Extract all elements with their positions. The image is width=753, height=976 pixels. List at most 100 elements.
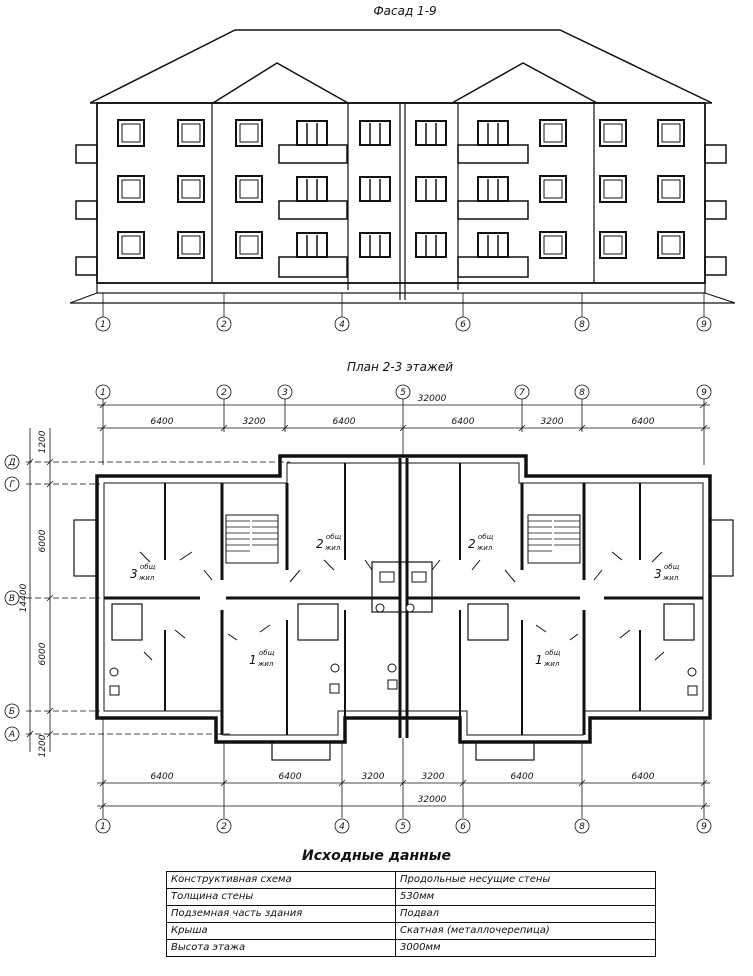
dimension-label: 6400 [333,417,356,427]
plan-dims-bottom: 6400 6400 3200 3200 6400 6400 32000 [151,772,655,805]
dimension-label: 6400 [632,417,655,427]
table-cell-label: Высота этажа [166,939,396,957]
room-label: 3 общ жил [654,563,680,582]
plan-dim-lines-bottom [97,718,710,818]
plan-axis-label: 1 [100,388,106,398]
svg-text:жил: жил [543,660,560,668]
facade-axis-labels: 1 2 4 6 8 9 [100,320,707,330]
table-cell-label: Конструктивная схема [166,871,396,889]
svg-text:общ: общ [664,563,680,571]
dimension-label: 6400 [151,772,174,782]
dimension-label: 3200 [422,772,445,782]
facade-axis-label: 9 [701,320,707,330]
plan-axis-label: В [9,594,15,604]
facade-axis-label: 6 [460,320,466,330]
table-cell-value: 3000мм [395,939,656,957]
total-dimension-top: 32000 [418,394,447,404]
facade-title: Фасад 1-9 [373,4,436,18]
plan-axis-label: 2 [221,822,227,832]
side-balconies [75,144,727,276]
plan-axis-label: А [8,730,15,740]
source-data-table: Конструктивная схема Продольные несущие … [166,871,656,957]
table-cell-value: 530мм [395,888,656,906]
plan-left-axis-labels: Д Г В Б А 14400 1200 6000 6000 1200 [7,430,48,757]
svg-text:общ: общ [259,649,275,657]
svg-text:1: 1 [535,653,543,667]
dimension-label: 6400 [632,772,655,782]
facade-axes [95,293,712,332]
svg-text:общ: общ [545,649,561,657]
plan-axis-label: 9 [701,822,707,832]
svg-text:3: 3 [130,567,138,581]
table-cell-value: Скатная (металлочерепица) [395,922,656,940]
plan-axis-label: 5 [400,822,406,832]
plan-dim-lines-top [97,399,710,465]
plan-left-axes [4,428,290,752]
porch-left [271,741,331,761]
room-label: 1 общ жил [249,649,275,668]
facade-axis-label: 4 [339,320,345,330]
table-row: Крыша Скатная (металлочерепица) [166,922,656,940]
plan-axis-label: 7 [519,388,525,398]
stair-treads [226,520,580,552]
dimension-label: 1200 [38,430,48,453]
svg-text:жил: жил [662,574,679,582]
plan-bottom-axis-labels: 1 2 4 5 6 8 9 [100,822,707,832]
plan-axis-label: Г [9,480,15,490]
dimension-label: 6400 [279,772,302,782]
room-label: 2 общ жил [316,533,342,552]
dimension-label: 6000 [38,642,48,665]
dimension-label: 3200 [541,417,564,427]
plan-axis-label: 3 [282,388,288,398]
svg-text:общ: общ [478,533,494,541]
table-row: Конструктивная схема Продольные несущие … [166,871,656,889]
plan-top-axis-labels: 1 2 3 5 7 8 9 [100,388,707,398]
dimension-label: 6400 [452,417,475,427]
left-gable [212,62,349,104]
svg-text:жил: жил [138,574,155,582]
plan-axis-label: Д [7,458,15,468]
plan-walls [73,454,734,761]
total-dimension-left: 14400 [19,583,29,612]
plan-axis-label: Б [9,707,15,717]
room-label: 2 общ жил [468,533,494,552]
data-table-title: Исходные данные [302,848,451,864]
table-cell-label: Подземная часть здания [166,905,396,923]
plan-rooms: 3 общ жил 2 общ жил 1 общ жил 2 общ жил … [130,533,680,668]
svg-text:общ: общ [140,563,156,571]
plan-axis-label: 8 [579,822,585,832]
table-row: Высота этажа 3000мм [166,939,656,957]
plan-axis-label: 2 [221,388,227,398]
plan-dims-top: 32000 6400 3200 6400 6400 3200 6400 [151,394,655,427]
plan-title: План 2-3 этажей [347,360,453,374]
svg-text:общ: общ [326,533,342,541]
plan-axis-label: 6 [460,822,466,832]
svg-text:жил: жил [257,660,274,668]
room-label: 3 общ жил [130,563,156,582]
plan-axis-label: 4 [339,822,345,832]
table-cell-label: Толщина стены [166,888,396,906]
plinth [96,282,706,294]
facade-axis-label: 1 [100,320,106,330]
right-gable [451,62,598,104]
table-row: Толщина стены 530мм [166,888,656,906]
svg-text:жил: жил [476,544,493,552]
table-cell-label: Крыша [166,922,396,940]
svg-text:2: 2 [468,537,476,551]
svg-text:3: 3 [654,567,662,581]
facade-axis-label: 8 [579,320,585,330]
plan-top-axes [95,384,712,400]
plan-axis-label: 9 [701,388,707,398]
dimension-label: 6400 [511,772,534,782]
door-swings [139,551,665,661]
dimension-label: 3200 [243,417,266,427]
main-roof [89,29,713,104]
plan-bottom-axes [95,818,712,834]
svg-text:жил: жил [324,544,341,552]
dimension-label: 6400 [151,417,174,427]
total-dimension-bottom: 32000 [418,795,447,805]
table-cell-value: Подвал [395,905,656,923]
room-label: 1 общ жил [535,649,561,668]
table-row: Подземная часть здания Подвал [166,905,656,923]
